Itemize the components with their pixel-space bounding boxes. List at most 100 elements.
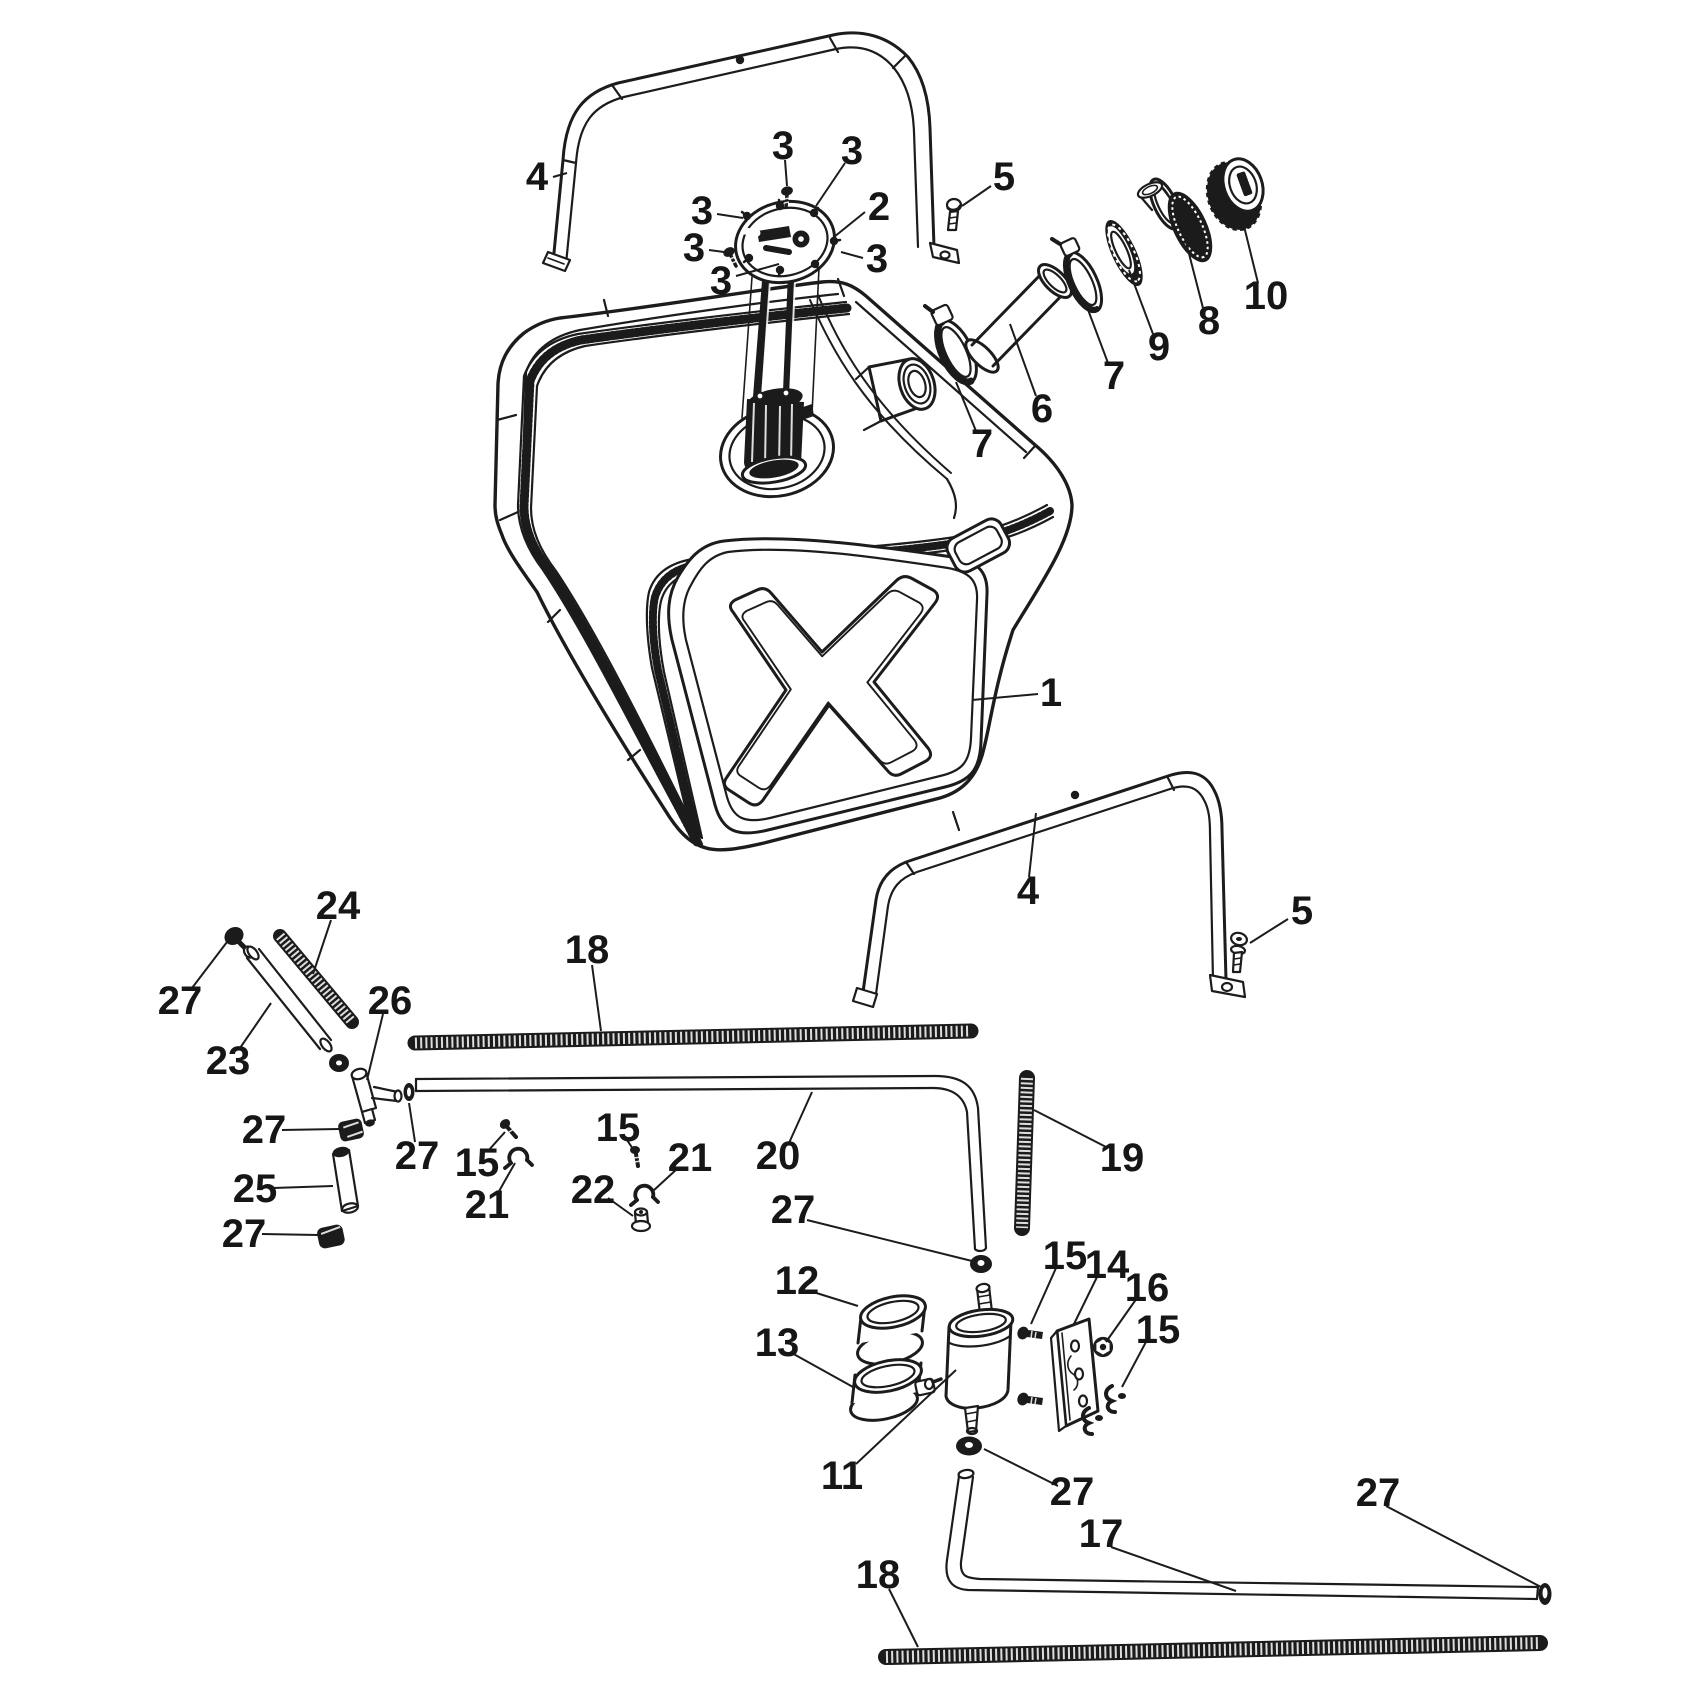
callout-number-21-28: 21 [465,1183,510,1227]
callout-number-1-15: 1 [1040,671,1062,715]
callout-number-18-45: 18 [856,1553,901,1597]
callout-leader-15-27 [487,1131,506,1152]
fuel-filter-11 [944,1282,1015,1436]
callout-leader-5-8 [961,185,992,207]
clamp-27-left [338,1118,364,1142]
callout-leader-27-25 [408,1102,416,1143]
callout-leader-27-42 [983,1448,1059,1487]
callout-number-3-2: 3 [841,129,863,173]
callout-number-27-33: 27 [771,1188,816,1232]
tank-filler-spout [854,357,937,432]
bracket-14 [1049,1317,1100,1433]
grommet-27-mid [329,1054,349,1072]
callout-leader-13-36 [789,1351,854,1388]
callout-number-4-16: 4 [1017,869,1040,913]
callout-number-26-21: 26 [368,979,413,1023]
callout-leader-9-12 [1128,269,1154,335]
callout-number-5-8: 5 [993,155,1015,199]
callout-leader-15-38 [1030,1267,1057,1325]
upper-mounting-strap [541,31,961,273]
callout-number-17-43: 17 [1079,1512,1124,1556]
callout-number-13-36: 13 [755,1321,800,1365]
callout-leader-3-2 [815,162,846,207]
callout-number-6-10: 6 [1031,387,1053,431]
sleeve-12 [855,1294,927,1366]
callout-leader-12-35 [809,1290,859,1307]
clip-21-b [629,1183,660,1207]
upper-strap-bolt [945,197,963,232]
callout-leader-1-15 [971,693,1039,701]
callout-leader-25-23 [272,1185,334,1189]
seal-ring [1105,219,1143,287]
bolt-15-a [499,1119,518,1139]
callout-number-11-37: 11 [821,1454,863,1498]
callout-leader-3-1 [784,159,788,187]
loose-screw-top [781,186,793,209]
callout-number-7-9: 7 [971,422,993,466]
fuel-cap [1204,157,1265,233]
callout-number-18-26: 18 [565,928,610,972]
callout-leader-23-19 [239,1002,272,1049]
fitting-pair-left [499,1119,534,1170]
callout-number-27-25: 27 [395,1134,440,1178]
callout-leader-3-7 [735,263,780,277]
callout-number-15-38: 15 [1043,1234,1088,1278]
bracket-screws-15 [1017,1326,1043,1406]
sender-flange-plate [734,198,842,285]
nut-22 [630,1207,652,1233]
callout-number-9-12: 9 [1148,325,1170,369]
filter-group [849,1282,1126,1456]
callout-number-3-4: 3 [866,237,888,281]
callout-leader-27-44 [1385,1505,1542,1588]
callout-leader-2-3 [833,211,866,238]
callout-number-4-0: 4 [526,155,549,199]
clip-21-a [503,1146,534,1170]
grommet-27-filter [956,1436,982,1456]
callout-leader-5-17 [1249,918,1289,944]
float-arm [809,294,1012,574]
cap-27-bottom [317,1224,345,1249]
callout-leader-26-21 [366,1013,384,1081]
callout-leader-16-40 [1105,1297,1138,1343]
fuel-pump-module [740,388,814,485]
corrugated-hose-18-top [407,1023,979,1051]
filler-hose-chain [923,157,1265,386]
lower-mounting-strap [851,771,1247,1009]
callout-leader-21-28 [497,1162,516,1194]
callout-number-25-23: 25 [233,1167,278,1211]
callout-leader-8-13 [1185,241,1204,309]
callout-number-12-35: 12 [775,1259,820,1303]
callout-number-16-40: 16 [1125,1266,1170,1310]
callout-leader-15-41 [1121,1339,1148,1388]
corrugated-sleeve-24 [273,929,359,1029]
callout-leader-27-18 [191,941,228,989]
callout-number-2-3: 2 [868,185,890,229]
callout-number-15-27: 15 [455,1141,500,1185]
spring-clips-15 [1081,1384,1126,1436]
callout-leader-24-20 [312,919,332,975]
callout-number-10-14: 10 [1244,274,1289,318]
callout-number-27-42: 27 [1050,1470,1095,1514]
callout-number-3-5: 3 [691,189,713,233]
callout-number-3-7: 3 [710,259,732,303]
hose-clamp-upper [1050,237,1104,314]
callout-leader-4-0 [552,172,568,178]
corrugated-hose-18-bottom [878,1635,1548,1665]
callout-number-15-29: 15 [596,1106,641,1150]
callout-number-8-13: 8 [1198,299,1220,343]
clamp-13 [849,1358,943,1422]
callout-leader-7-11 [1086,306,1109,364]
callout-leader-27-24 [261,1233,319,1236]
ring-27-at-pipe [403,1083,415,1101]
callout-leader-20-32 [788,1091,813,1144]
fuel-sender-assembly [723,186,1012,574]
braided-hose-19 [1014,1070,1035,1236]
callout-number-27-18: 27 [158,979,203,1023]
callout-number-3-1: 3 [772,124,794,168]
left-tube-cluster [224,926,415,1249]
callout-number-3-6: 3 [683,226,705,270]
callout-leader-15-29 [626,1139,636,1153]
tank-band-left [516,300,852,847]
callout-leader-27-22 [281,1128,340,1131]
